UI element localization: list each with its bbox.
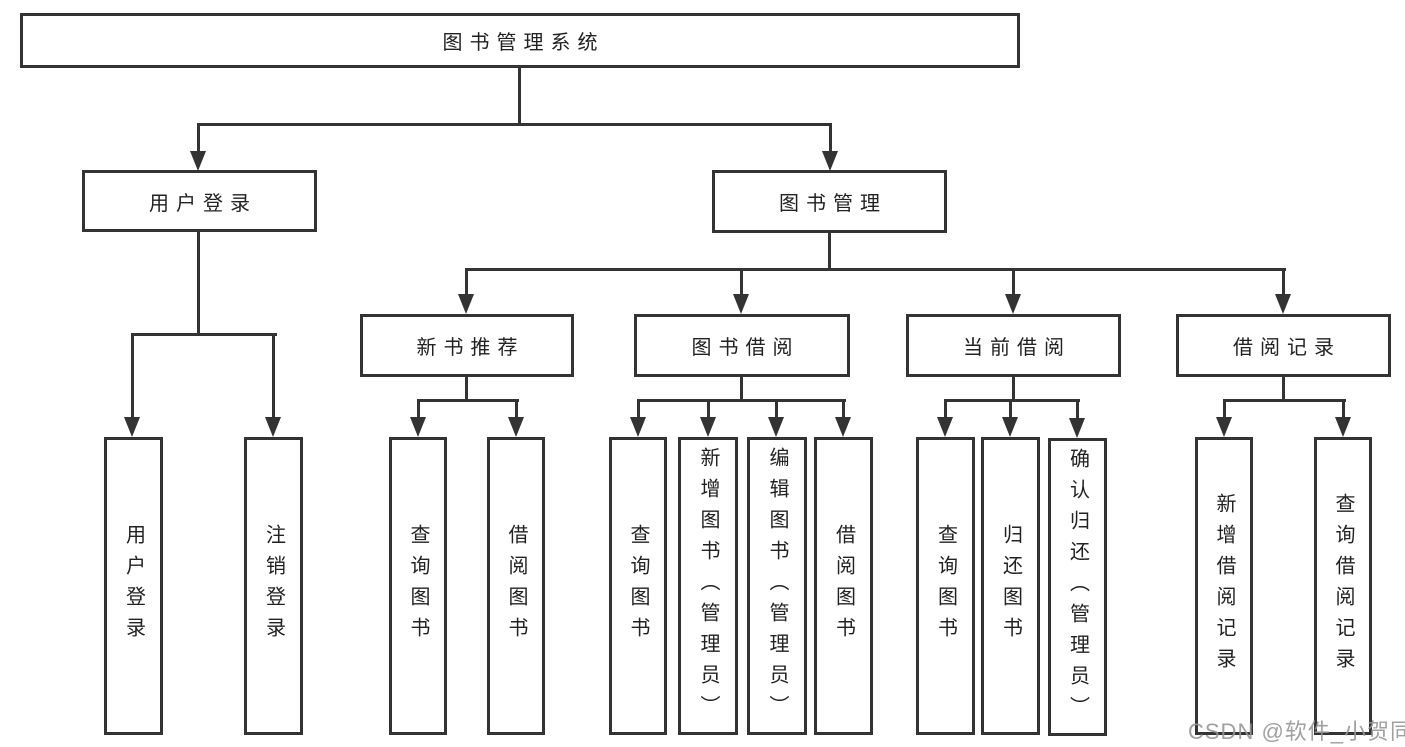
connector-line — [829, 123, 832, 153]
connector-line — [417, 399, 420, 421]
node-new-book-recommend-label: 新书推荐 — [416, 337, 525, 359]
leaf-borrow-books-recommend: 借阅图书 — [487, 437, 545, 735]
arrow-down-icon — [458, 294, 474, 314]
arrow-down-icon — [1002, 417, 1018, 437]
leaf-return-book: 归还图书 — [981, 437, 1040, 735]
leaf-logout: 注销登录 — [244, 437, 303, 735]
node-book-borrowing: 图书借阅 — [634, 314, 850, 377]
connector-line — [740, 375, 743, 402]
leaf-confirm-return-admin-label: 确认归还（管理员） — [1066, 447, 1089, 727]
leaf-edit-book-admin-label: 编辑图书（管理员） — [766, 446, 788, 726]
connector-line — [417, 399, 519, 402]
arrow-down-icon — [190, 151, 206, 171]
leaf-user-login-label: 用户登录 — [122, 524, 145, 648]
connector-line — [707, 399, 710, 421]
leaf-query-books-current-label: 查询图书 — [934, 524, 957, 648]
arrow-down-icon — [1335, 417, 1351, 437]
node-borrow-records-label: 借阅记录 — [1233, 337, 1341, 359]
leaf-edit-book-admin: 编辑图书（管理员） — [747, 437, 807, 735]
arrow-down-icon — [937, 417, 953, 437]
leaf-add-book-admin-label: 新增图书（管理员） — [697, 446, 719, 726]
leaf-query-books-borrowing: 查询图书 — [609, 437, 667, 735]
arrow-down-icon — [508, 417, 524, 437]
node-user-login-label: 用户登录 — [149, 192, 257, 215]
connector-line — [944, 399, 947, 421]
connector-line — [1342, 399, 1345, 421]
arrow-down-icon — [1005, 294, 1021, 314]
leaf-add-borrow-record-label: 新增借阅记录 — [1213, 493, 1235, 679]
leaf-borrow-books-recommend-label: 借阅图书 — [505, 524, 527, 648]
arrow-down-icon — [410, 417, 426, 437]
connector-line — [131, 333, 134, 419]
connector-line — [1223, 399, 1226, 421]
node-book-management-label: 图书管理 — [779, 193, 887, 215]
connector-line — [1009, 399, 1012, 421]
arrow-down-icon — [835, 417, 851, 437]
arrow-down-icon — [1216, 417, 1232, 437]
node-current-borrowing: 当前借阅 — [906, 314, 1121, 377]
node-book-management: 图书管理 — [712, 170, 947, 233]
leaf-logout-label: 注销登录 — [262, 524, 285, 648]
node-borrow-records: 借阅记录 — [1176, 314, 1391, 377]
leaf-query-borrow-record: 查询借阅记录 — [1314, 437, 1372, 735]
connector-line — [272, 333, 275, 419]
connector-line — [1012, 375, 1015, 402]
connector-line — [1076, 399, 1079, 421]
connector-line — [1282, 268, 1285, 296]
leaf-query-books-recommend: 查询图书 — [389, 437, 447, 735]
leaf-add-book-admin: 新增图书（管理员） — [678, 437, 738, 735]
node-current-borrowing-label: 当前借阅 — [963, 337, 1071, 359]
connector-line — [518, 66, 521, 126]
arrow-down-icon — [1069, 418, 1085, 438]
leaf-add-borrow-record: 新增借阅记录 — [1195, 437, 1253, 735]
leaf-return-book-label: 归还图书 — [999, 524, 1022, 648]
leaf-query-books-recommend-label: 查询图书 — [407, 524, 429, 648]
connector-line — [775, 399, 778, 421]
arrow-down-icon — [822, 151, 838, 171]
connector-line — [1012, 268, 1015, 296]
connector-line — [197, 230, 200, 336]
leaf-query-books-current: 查询图书 — [916, 437, 975, 735]
connector-line — [1282, 375, 1285, 402]
connector-line — [637, 399, 640, 421]
arrow-down-icon — [733, 294, 749, 314]
connector-line — [197, 123, 200, 153]
node-root-label: 图书管理系统 — [442, 32, 605, 54]
node-new-book-recommend: 新书推荐 — [360, 314, 574, 377]
connector-line — [131, 333, 277, 336]
leaf-borrow-books-borrowing: 借阅图书 — [814, 437, 873, 735]
arrow-down-icon — [700, 417, 716, 437]
node-root: 图书管理系统 — [20, 13, 1020, 68]
leaf-query-books-borrowing-label: 查询图书 — [627, 524, 649, 648]
leaf-confirm-return-admin: 确认归还（管理员） — [1048, 438, 1107, 736]
arrow-down-icon — [630, 417, 646, 437]
arrow-down-icon — [265, 417, 281, 437]
connector-line — [465, 268, 1286, 271]
leaf-borrow-books-borrowing-label: 借阅图书 — [832, 524, 855, 648]
arrow-down-icon — [124, 417, 140, 437]
connector-line — [944, 399, 1080, 402]
arrow-down-icon — [768, 417, 784, 437]
connector-line — [465, 268, 468, 296]
connector-line — [515, 399, 518, 421]
arrow-down-icon — [1275, 294, 1291, 314]
leaf-query-borrow-record-label: 查询借阅记录 — [1332, 493, 1354, 679]
connector-line — [465, 375, 468, 402]
node-user-login: 用户登录 — [82, 170, 317, 232]
node-book-borrowing-label: 图书借阅 — [691, 337, 800, 359]
connector-line — [197, 123, 832, 126]
connector-line — [828, 231, 831, 271]
csdn-watermark: CSDN @软件_小贺同学 — [1188, 719, 1405, 744]
connector-line — [842, 399, 845, 421]
connector-line — [1223, 399, 1346, 402]
connector-line — [740, 268, 743, 296]
leaf-user-login: 用户登录 — [104, 437, 163, 735]
connector-line — [637, 399, 846, 402]
